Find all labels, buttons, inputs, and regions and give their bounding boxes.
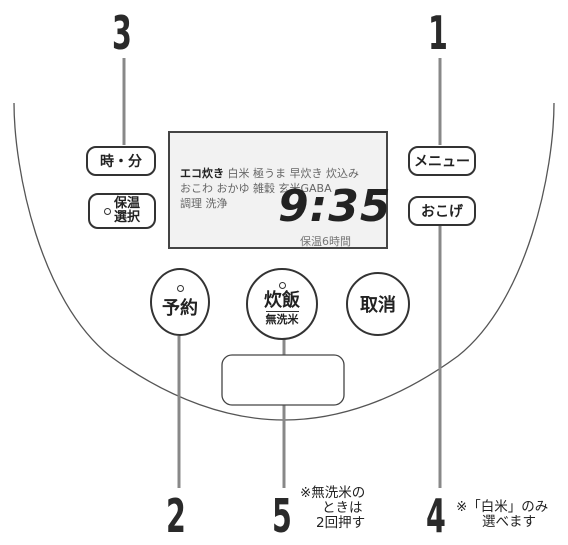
- step-number-2: 2: [166, 489, 186, 543]
- menu-list-line2: おこわ おかゆ 雑穀 玄米GABA: [180, 182, 332, 195]
- reserve-label: 予約: [162, 297, 198, 319]
- cook-button[interactable]: 炊飯 無洗米: [246, 268, 318, 340]
- hakumai-note: ※「白米」のみ 選べます: [456, 500, 548, 530]
- menu-list-line1: エコ炊き 白米 極うま 早炊き 炊込み: [180, 165, 359, 181]
- lcd-display: エコ炊き 白米 極うま 早炊き 炊込み おこわ おかゆ 雑穀 玄米GABA 調理…: [168, 131, 392, 249]
- reserve-button[interactable]: 予約: [150, 268, 210, 336]
- keep-warm-label-line1: 保温: [113, 196, 140, 211]
- time-minute-button[interactable]: 時・分: [86, 146, 156, 176]
- musenmai-note-line1: ※無洗米の: [300, 485, 366, 501]
- indicator-lamp-icon: [103, 207, 111, 215]
- step-number-5: 5: [272, 489, 292, 543]
- menu-line1-rest: 白米 極うま 早炊き 炊込み: [227, 167, 360, 180]
- cancel-label: 取消: [360, 295, 396, 316]
- musenmai-note-line3: 2回押す: [316, 515, 366, 531]
- keep-warm-label-line2: 選択: [113, 210, 140, 225]
- menu-eco-active: エコ炊き: [180, 167, 224, 180]
- hakumai-note-line1: ※「白米」のみ: [456, 499, 549, 515]
- okoge-label: おこげ: [421, 204, 463, 220]
- cook-label: 炊飯: [264, 290, 300, 311]
- musenmai-note-line2: ときは: [322, 500, 363, 516]
- musenmai-note: ※無洗米の ときは 2回押す: [300, 486, 365, 531]
- clock-time: 9:35: [278, 181, 392, 232]
- step-number-4: 4: [426, 489, 446, 543]
- keep-warm-time: 保温6時間: [300, 235, 351, 248]
- menu-button[interactable]: メニュー: [408, 146, 476, 176]
- okoge-button[interactable]: おこげ: [408, 196, 476, 226]
- menu-label: メニュー: [414, 154, 470, 170]
- step-number-1: 1: [428, 6, 448, 60]
- cook-musenmai-label: 無洗米: [265, 311, 299, 326]
- handle-recess: [221, 354, 345, 406]
- time-minute-label: 時・分: [100, 154, 142, 170]
- hakumai-note-line2: 選べます: [482, 514, 536, 530]
- indicator-lamp-icon: [278, 282, 286, 289]
- step-number-3: 3: [112, 6, 132, 60]
- cancel-button[interactable]: 取消: [346, 272, 410, 336]
- indicator-lamp-icon: [176, 284, 184, 292]
- keep-warm-select-button[interactable]: 保温 選択: [88, 193, 156, 229]
- menu-list-line3: 調理 洗浄: [180, 197, 228, 210]
